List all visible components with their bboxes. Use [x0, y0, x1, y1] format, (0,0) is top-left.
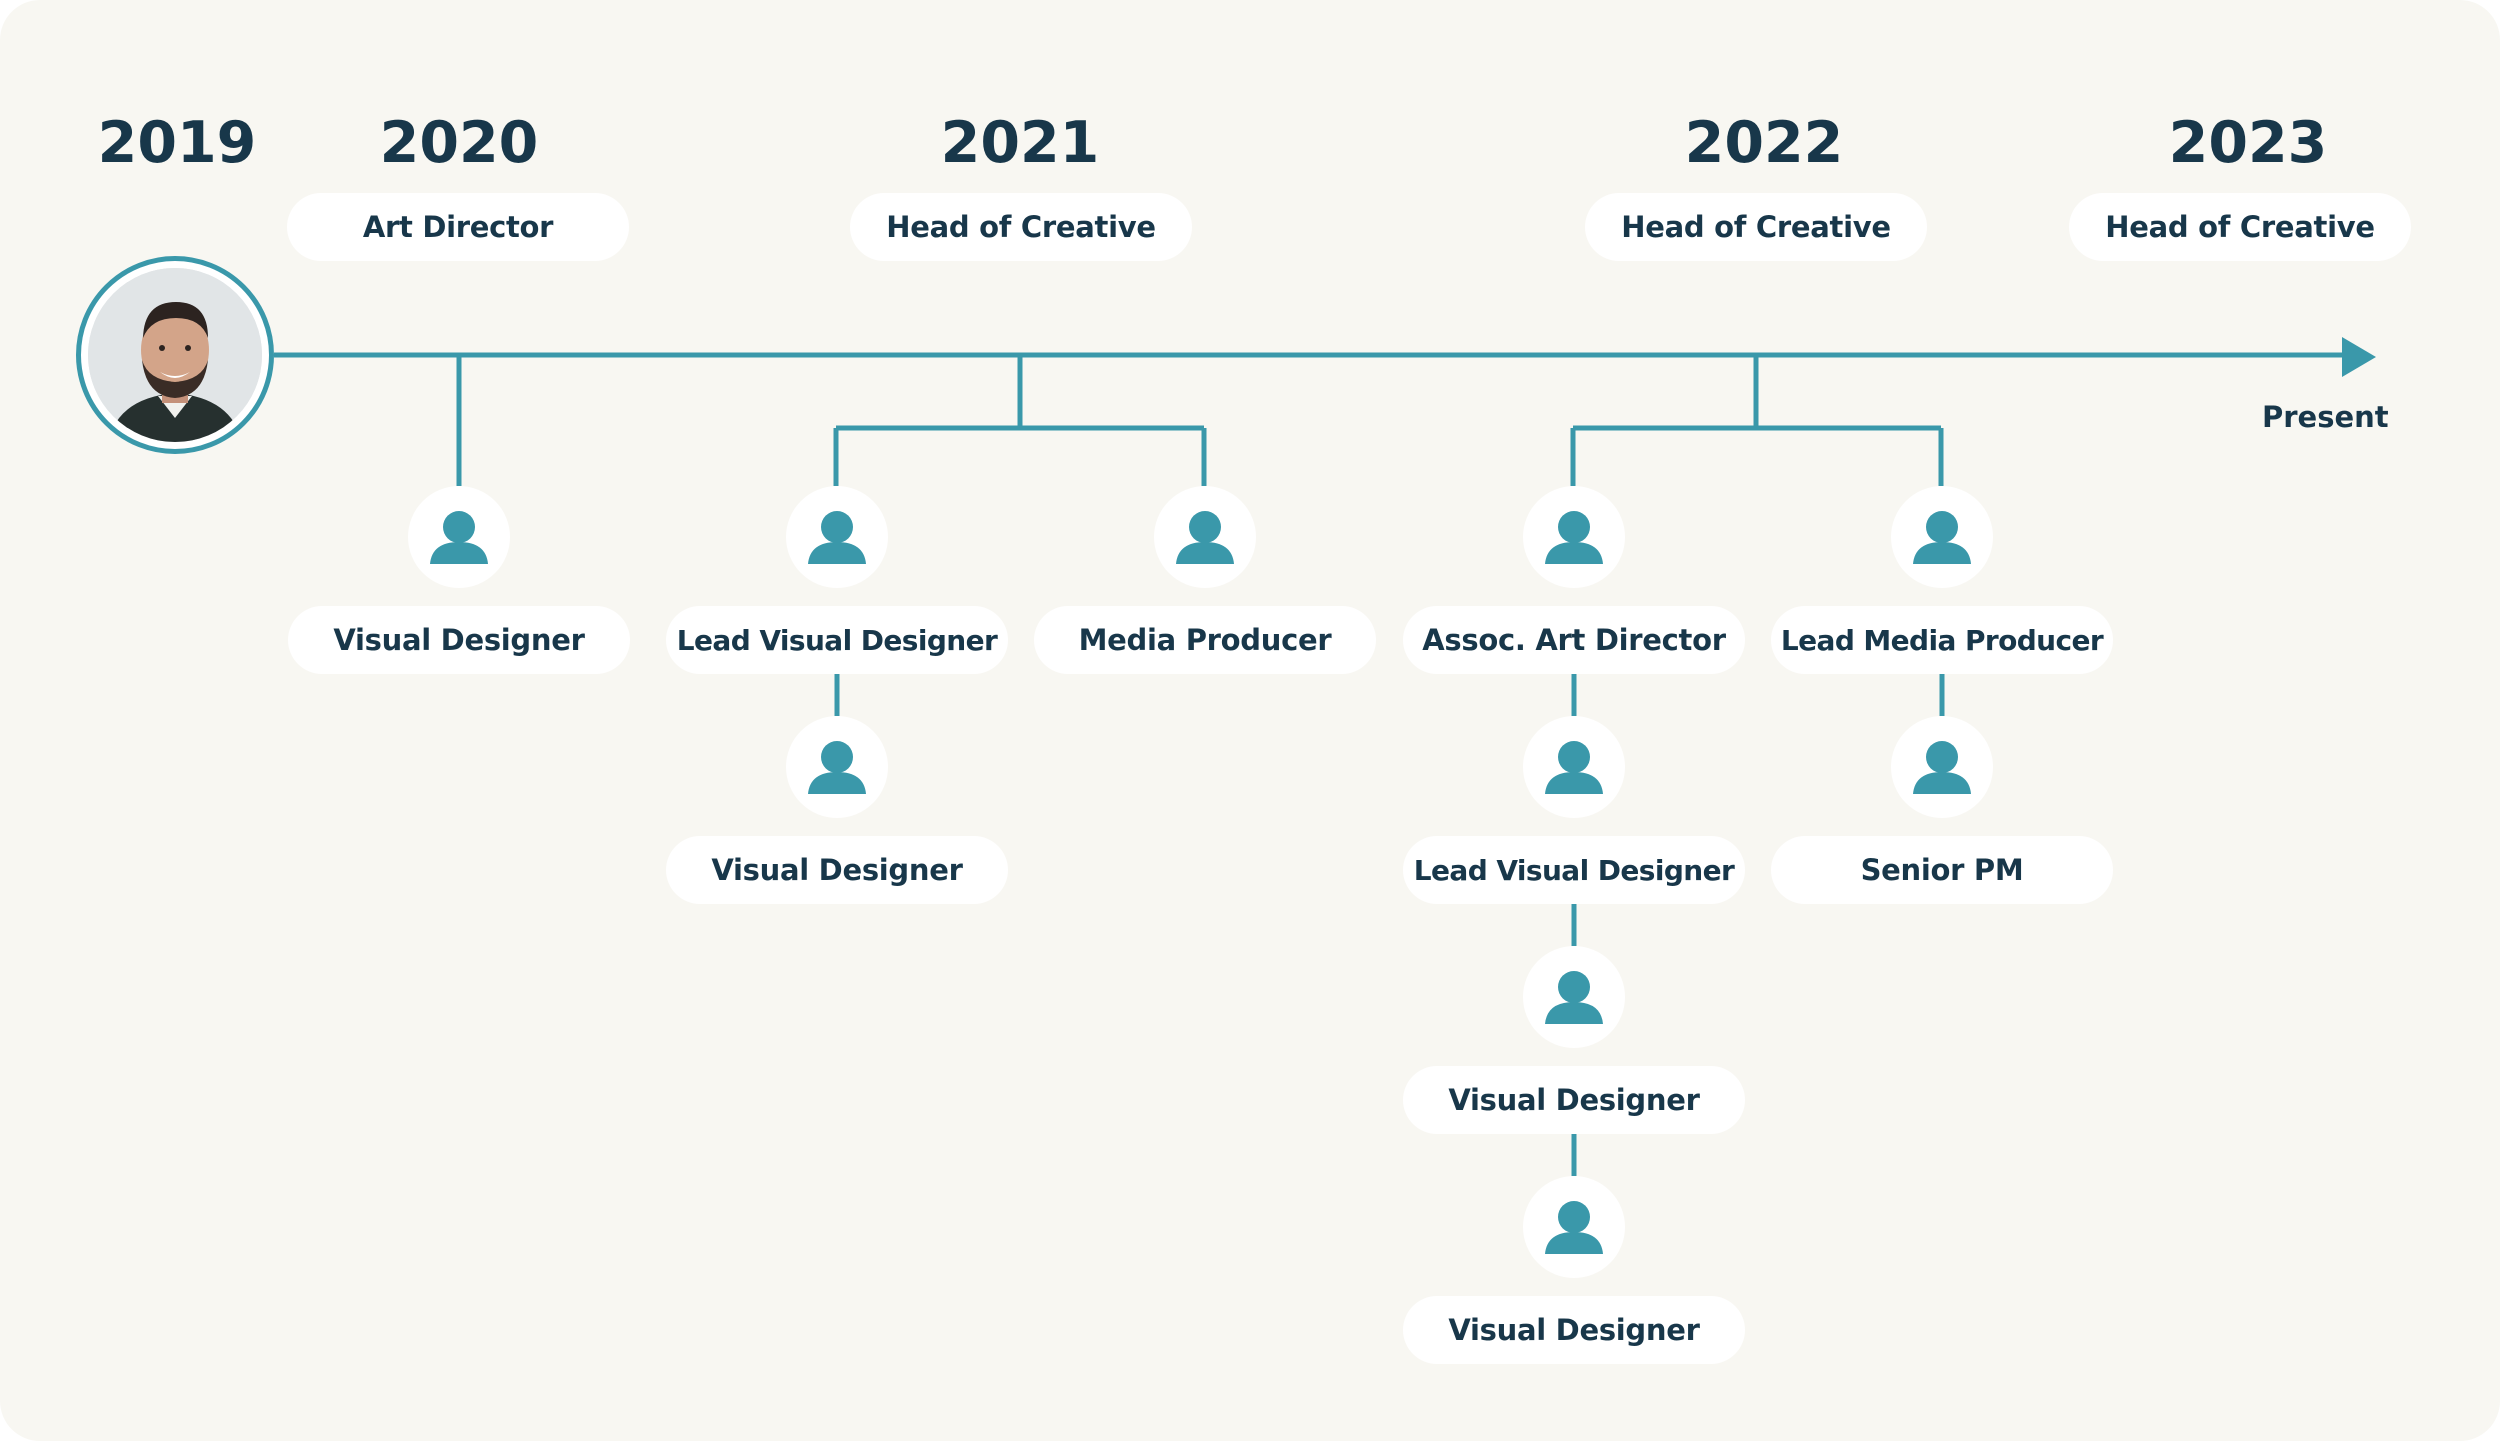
role-pill-2023: Head of Creative [2069, 193, 2411, 261]
year-2023-label: 2023 [2048, 108, 2448, 178]
user-icon [1523, 716, 1625, 818]
user-icon [1891, 486, 1993, 588]
report-pill-2022-2: Visual Designer [1403, 1066, 1745, 1134]
year-2020-label: 2020 [259, 108, 659, 178]
report-pill-2022-5: Senior PM [1771, 836, 2113, 904]
report-pill-2021-0: Lead Visual Designer [666, 606, 1008, 674]
year-2022-label: 2022 [1564, 108, 1964, 178]
present-label: Present [2262, 400, 2389, 434]
user-icon [1523, 946, 1625, 1048]
report-pill-2021-1: Visual Designer [666, 836, 1008, 904]
avatar [88, 268, 262, 442]
report-pill-2022-0: Assoc. Art Director [1403, 606, 1745, 674]
report-pill-2022-4: Lead Media Producer [1771, 606, 2113, 674]
timeline-arrowhead [2342, 337, 2376, 377]
user-icon [1154, 486, 1256, 588]
user-icon [408, 486, 510, 588]
role-pill-2022: Head of Creative [1585, 193, 1927, 261]
user-icon [786, 716, 888, 818]
year-2021-label: 2021 [820, 108, 1220, 178]
user-icon [1523, 486, 1625, 588]
report-pill-2020-0: Visual Designer [288, 606, 630, 674]
person-photo-icon [88, 268, 262, 442]
role-pill-2021: Head of Creative [850, 193, 1192, 261]
user-icon [1891, 716, 1993, 818]
report-pill-2022-1: Lead Visual Designer [1403, 836, 1745, 904]
role-pill-2020: Art Director [287, 193, 629, 261]
report-pill-2022-3: Visual Designer [1403, 1296, 1745, 1364]
user-icon [786, 486, 888, 588]
report-pill-2021-2: Media Producer [1034, 606, 1376, 674]
user-icon [1523, 1176, 1625, 1278]
